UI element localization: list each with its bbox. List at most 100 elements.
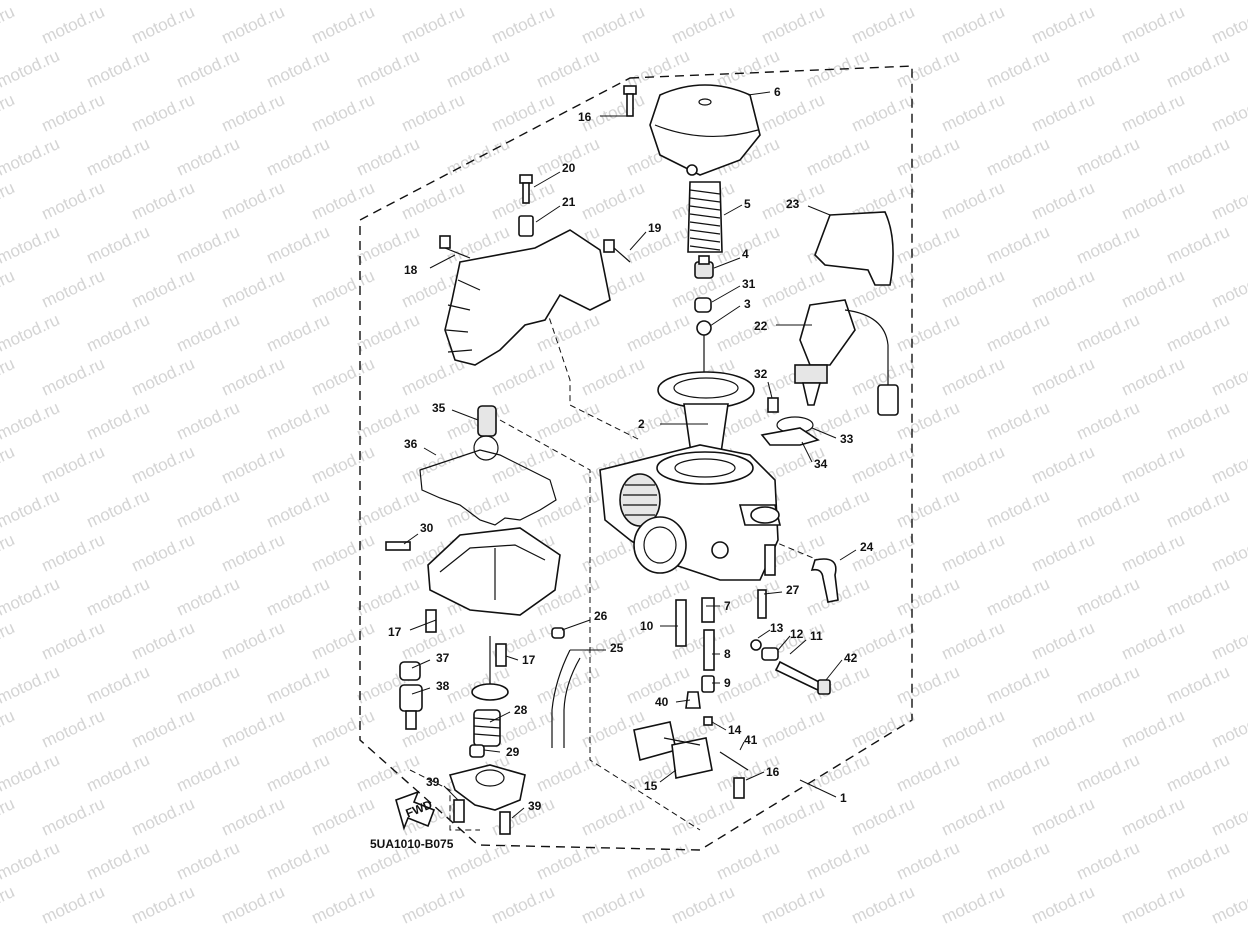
watermark-text: motod.ru — [939, 530, 1008, 576]
callout-38: 38 — [436, 679, 450, 693]
watermark-text: motod.ru — [354, 134, 423, 180]
part-screw-39b — [499, 811, 511, 835]
watermark-text: motod.ru — [1119, 618, 1188, 664]
watermark-text: motod.ru — [0, 266, 17, 312]
watermark-text: motod.ru — [894, 838, 963, 884]
watermark-text: motod.ru — [129, 178, 198, 224]
watermark-text: motod.ru — [354, 310, 423, 356]
watermark-text: motod.ru — [714, 0, 783, 4]
watermark-text: motod.ru — [804, 134, 873, 180]
watermark-text: motod.ru — [219, 266, 288, 312]
watermark-text: motod.ru — [894, 662, 963, 708]
watermark-text: motod.ru — [579, 2, 648, 48]
watermark-text: motod.ru — [309, 530, 378, 576]
watermark-text: motod.ru — [849, 618, 918, 664]
watermark-text: motod.ru — [939, 2, 1008, 48]
watermark-text: motod.ru — [0, 662, 62, 708]
watermark-text: motod.ru — [219, 442, 288, 488]
watermark-text: motod.ru — [219, 882, 288, 928]
watermark-text: motod.ru — [849, 530, 918, 576]
part-cap-29 — [469, 744, 485, 758]
part-hose-25b — [563, 657, 581, 748]
part-float — [633, 721, 713, 779]
part-spring-28 — [473, 709, 501, 747]
watermark-text: motod.ru — [84, 486, 153, 532]
part-jet-needle — [696, 320, 712, 375]
watermark-text: motod.ru — [1074, 750, 1143, 796]
watermark-text: motod.ru — [1029, 354, 1098, 400]
watermark-text: motod.ru — [849, 706, 918, 752]
watermark-text: motod.ru — [309, 794, 378, 840]
watermark-text: motod.ru — [489, 442, 558, 488]
watermark-text: motod.ru — [84, 222, 153, 268]
watermark-text: motod.ru — [39, 266, 108, 312]
watermark-text: motod.ru — [669, 794, 738, 840]
watermark-text: motod.ru — [1209, 266, 1248, 312]
part-screw-18 — [439, 235, 471, 259]
watermark-text: motod.ru — [984, 222, 1053, 268]
watermark-text: motod.ru — [219, 2, 288, 48]
watermark-text: motod.ru — [354, 0, 423, 4]
watermark-text: motod.ru — [174, 486, 243, 532]
part-plate-34 — [760, 427, 820, 446]
watermark-text: motod.ru — [579, 794, 648, 840]
watermark-text: motod.ru — [984, 574, 1053, 620]
watermark-text: motod.ru — [174, 0, 243, 4]
watermark-text: motod.ru — [0, 90, 17, 136]
watermark-text: motod.ru — [624, 0, 693, 4]
watermark-text: motod.ru — [1029, 178, 1098, 224]
part-needle-holder — [694, 255, 714, 279]
part-washer-37 — [399, 661, 421, 681]
callout-5: 5 — [744, 197, 751, 211]
part-starter — [794, 299, 899, 416]
watermark-text: motod.ru — [309, 706, 378, 752]
watermark-text: motod.ru — [129, 2, 198, 48]
part-screw-top — [623, 85, 637, 117]
watermark-text: motod.ru — [1164, 750, 1233, 796]
part-screw-27 — [757, 589, 767, 619]
part-cap — [814, 211, 894, 286]
watermark-text: motod.ru — [1209, 178, 1248, 224]
part-jet-10 — [675, 599, 687, 647]
callout-39a: 39 — [426, 775, 440, 789]
callout-25: 25 — [610, 641, 624, 655]
watermark-text: motod.ru — [1164, 222, 1233, 268]
watermark-text: motod.ru — [984, 486, 1053, 532]
watermark-text: motod.ru — [1164, 46, 1233, 92]
watermark-text: motod.ru — [219, 618, 288, 664]
watermark-text: motod.ru — [444, 134, 513, 180]
watermark-text: motod.ru — [939, 882, 1008, 928]
watermark-text: motod.ru — [669, 2, 738, 48]
watermark-text: motod.ru — [0, 46, 62, 92]
watermark-text: motod.ru — [1209, 794, 1248, 840]
watermark-text: motod.ru — [1164, 310, 1233, 356]
group-line-bottom — [409, 769, 480, 831]
watermark-text: motod.ru — [129, 442, 198, 488]
part-clip — [694, 297, 712, 313]
watermark-text: motod.ru — [219, 354, 288, 400]
assembly-boundary — [359, 65, 913, 851]
part-screw-32 — [767, 397, 779, 413]
callout-13: 13 — [770, 621, 784, 635]
watermark-text: motod.ru — [894, 222, 963, 268]
watermark-text: motod.ru — [984, 134, 1053, 180]
watermark-text: motod.ru — [84, 838, 153, 884]
watermark-text: motod.ru — [1209, 354, 1248, 400]
part-clip-26 — [551, 627, 565, 639]
callout-14: 14 — [728, 723, 742, 737]
watermark-text: motod.ru — [0, 222, 62, 268]
watermark-text: motod.ru — [0, 706, 17, 752]
part-screw-38 — [399, 684, 423, 730]
watermark-text: motod.ru — [1074, 574, 1143, 620]
watermark-text: motod.ru — [444, 46, 513, 92]
callout-33: 33 — [840, 432, 854, 446]
callout-34: 34 — [814, 457, 828, 471]
part-washer-13 — [750, 639, 762, 651]
watermark-text: motod.ru — [1209, 90, 1248, 136]
watermark-text: motod.ru — [129, 706, 198, 752]
group-line-bowl — [499, 419, 701, 831]
callout-20-real: 20 — [562, 161, 576, 175]
watermark-text: motod.ru — [489, 354, 558, 400]
part-spring-12 — [761, 647, 779, 661]
